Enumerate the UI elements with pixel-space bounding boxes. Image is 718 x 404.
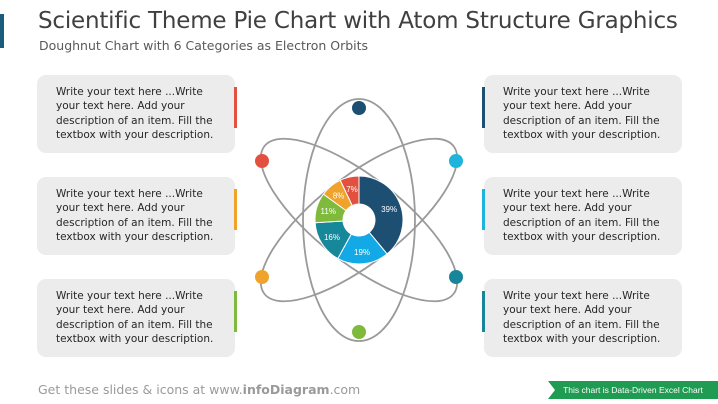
textbox-left-3[interactable]: Write your text here ...Write your text … bbox=[37, 279, 237, 357]
electron-lower-right bbox=[449, 270, 463, 284]
data-driven-badge: This chart is Data-Driven Excel Chart bbox=[548, 381, 718, 399]
slice-label: 39% bbox=[381, 205, 397, 214]
footer-prefix: Get these slides & icons at www. bbox=[38, 382, 243, 397]
slice-label: 16% bbox=[324, 233, 340, 242]
textbox-right-2-text: Write your text here ...Write your text … bbox=[503, 188, 661, 244]
slice-label: 7% bbox=[346, 185, 358, 194]
textbox-left-1-text: Write your text here ...Write your text … bbox=[56, 86, 214, 142]
electron-upper-left bbox=[255, 154, 269, 168]
textbox-right-3[interactable]: Write your text here ...Write your text … bbox=[482, 279, 682, 357]
electron-top bbox=[352, 101, 366, 115]
slice-label: 8% bbox=[333, 191, 345, 200]
slice-39 bbox=[358, 175, 404, 255]
page-title: Scientific Theme Pie Chart with Atom Str… bbox=[38, 8, 678, 34]
doughnut-chart: 39% 19% 16% 11% 8%7% bbox=[314, 175, 404, 265]
textbox-right-2-accent bbox=[482, 189, 485, 230]
atom-diagram: 39% 19% 16% 11% 8%7% bbox=[255, 98, 463, 342]
textbox-right-3-text: Write your text here ...Write your text … bbox=[503, 290, 661, 346]
badge-arrow bbox=[548, 381, 555, 399]
electron-bottom bbox=[352, 325, 366, 339]
footer-brand[interactable]: infoDiagram bbox=[242, 382, 330, 397]
footer-text: Get these slides & icons at www.infoDiag… bbox=[38, 382, 360, 397]
orbit-diagonal-1 bbox=[259, 137, 459, 303]
slice-label: 19% bbox=[354, 248, 370, 257]
electron-lower-left bbox=[255, 270, 269, 284]
footer-suffix: .com bbox=[329, 382, 361, 397]
slice-7 bbox=[339, 175, 360, 207]
textbox-left-3-accent bbox=[234, 291, 237, 332]
textbox-right-1[interactable]: Write your text here ...Write your text … bbox=[482, 75, 682, 153]
textbox-left-2-text: Write your text here ...Write your text … bbox=[56, 188, 214, 244]
textbox-right-1-text: Write your text here ...Write your text … bbox=[503, 86, 661, 142]
textbox-left-2[interactable]: Write your text here ...Write your text … bbox=[37, 177, 237, 255]
orbit-vertical bbox=[302, 98, 416, 342]
textbox-right-1-accent bbox=[482, 87, 485, 128]
orbit-diagonal-2 bbox=[259, 137, 459, 303]
atom-electrons bbox=[255, 101, 463, 339]
textbox-right-3-accent bbox=[482, 291, 485, 332]
textbox-right-2[interactable]: Write your text here ...Write your text … bbox=[482, 177, 682, 255]
page-subtitle: Doughnut Chart with 6 Categories as Elec… bbox=[39, 38, 369, 53]
title-accent-bar bbox=[0, 14, 4, 48]
atom-orbits bbox=[259, 98, 459, 342]
textbox-left-2-accent bbox=[234, 189, 237, 230]
textbox-left-3-text: Write your text here ...Write your text … bbox=[56, 290, 214, 346]
slice-label: 11% bbox=[321, 207, 336, 216]
textbox-left-1[interactable]: Write your text here ...Write your text … bbox=[37, 75, 237, 153]
textbox-left-1-accent bbox=[234, 87, 237, 128]
electron-upper-right bbox=[449, 154, 463, 168]
